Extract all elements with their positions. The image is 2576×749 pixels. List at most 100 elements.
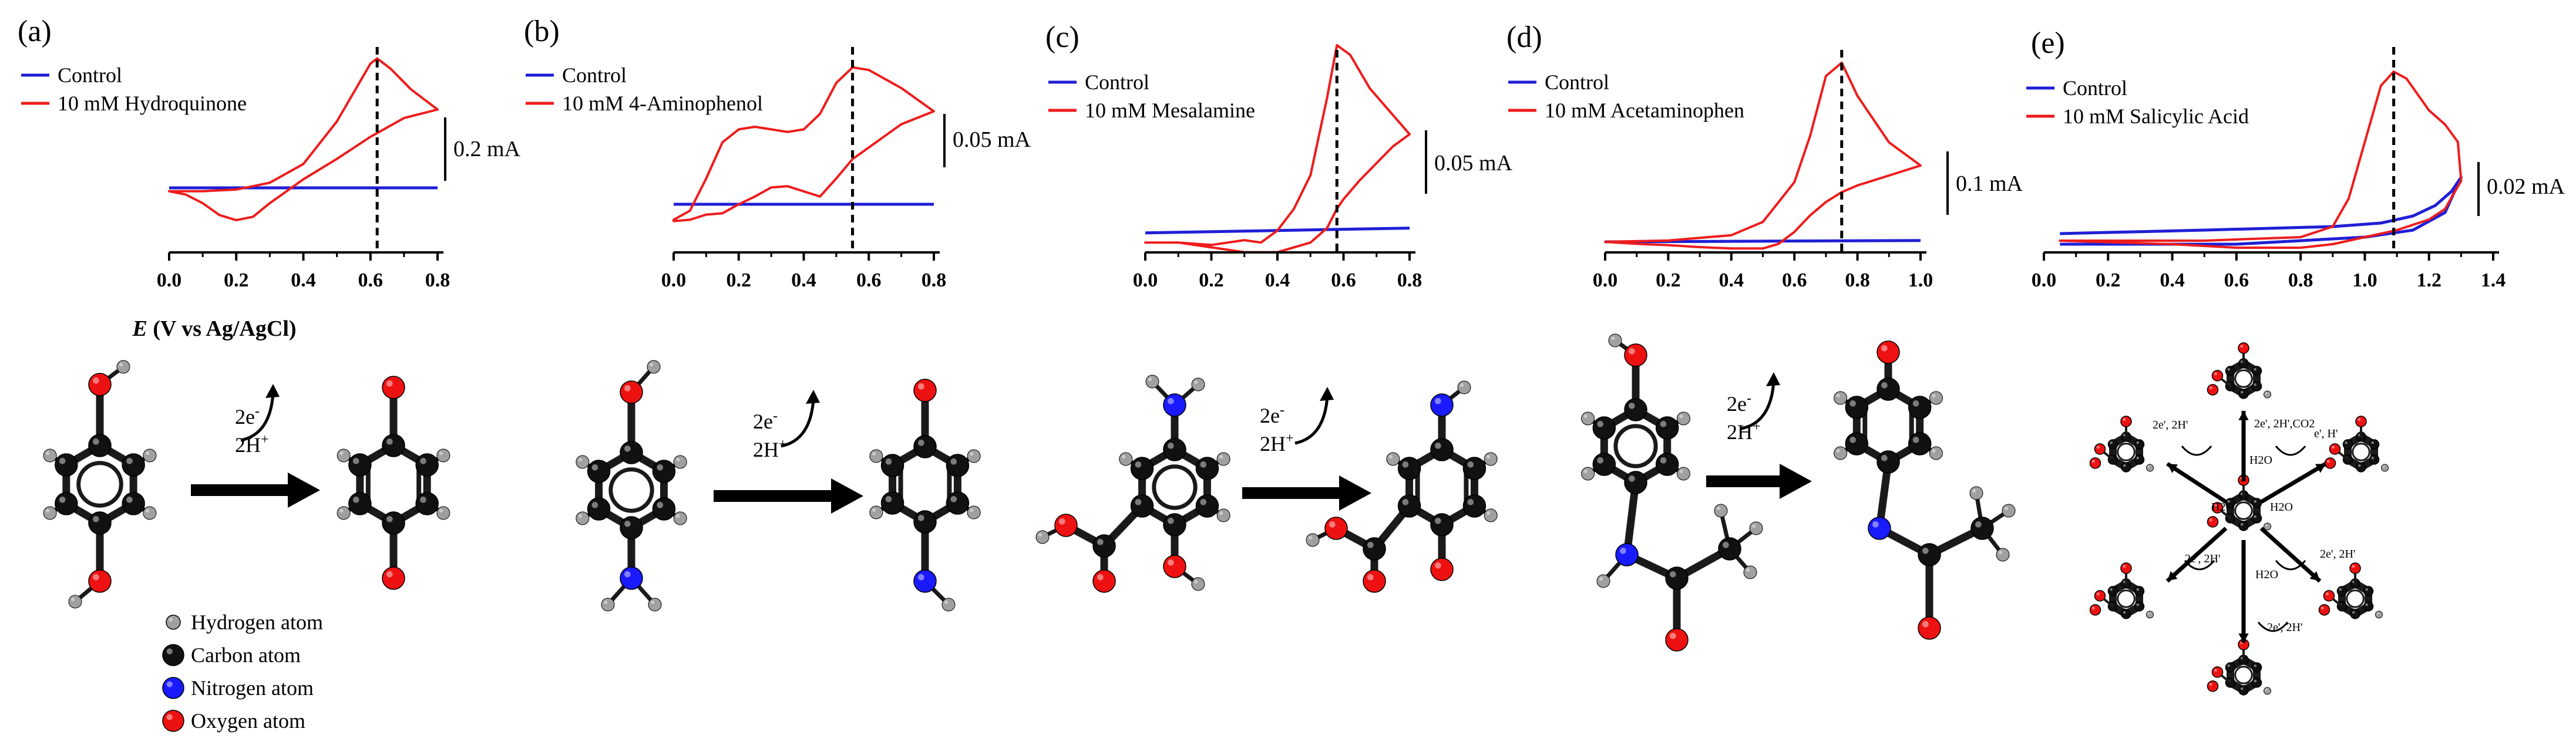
- carbon-atom: [2251, 513, 2262, 524]
- hydrogen-atom: [43, 506, 57, 520]
- atom-highlight: [2123, 565, 2126, 568]
- x-tick-label: 0.8: [1397, 269, 1422, 291]
- atom-highlight: [126, 458, 133, 464]
- atom-highlight: [950, 458, 957, 465]
- atom-highlight: [1168, 518, 1174, 524]
- hydrogen-atom: [1929, 446, 1943, 460]
- atom-highlight: [676, 458, 680, 462]
- atom-highlight: [944, 600, 949, 605]
- carbon-atom: [88, 434, 112, 457]
- oxygen-atom: [620, 380, 643, 404]
- carbon-atom: [1655, 416, 1679, 440]
- carbon-atom: [880, 454, 904, 477]
- nitrogen-atom: [1868, 517, 1891, 540]
- atom-highlight: [386, 380, 393, 387]
- x-tick-label: 0.0: [1593, 269, 1618, 291]
- atom-highlight: [1660, 421, 1667, 427]
- atom-highlight: [59, 497, 66, 503]
- electron-arrow: [1294, 396, 1329, 445]
- reaction-arrowhead: [831, 478, 863, 514]
- atom-highlight: [339, 509, 344, 513]
- aromatic-ring: [608, 467, 654, 513]
- carbon-atom: [1363, 537, 1386, 561]
- electrons-label: 2e-: [1260, 403, 1284, 427]
- protons-label: 2H+: [235, 432, 269, 457]
- carbon-atom: [55, 492, 78, 515]
- hydrogen-atom: [436, 448, 450, 463]
- atom-highlight: [1097, 539, 1104, 545]
- legend-entry: 10 mM Mesalamine: [1085, 99, 1255, 122]
- atom-highlight: [1038, 533, 1042, 537]
- hydrogen-atom: [2264, 687, 2272, 695]
- atom-highlight: [2326, 460, 2330, 463]
- oxygen-atom: [2323, 590, 2335, 602]
- carbon-atom: [1718, 537, 1741, 561]
- hydrogen-atom: [1191, 377, 1205, 392]
- atom-highlight: [386, 516, 393, 522]
- network-arrow: [2165, 527, 2228, 583]
- atom-highlight: [1583, 414, 1588, 419]
- atom-highlight: [970, 508, 974, 512]
- scale-bar-label: 0.1 mA: [1956, 171, 2023, 196]
- nitrogen-atom: [1615, 543, 1639, 566]
- carbon-atom: [2251, 677, 2262, 688]
- x-tick-label: 0.2: [727, 269, 752, 291]
- hydrogen-atom: [1743, 565, 1757, 579]
- legend-entry: Control: [2063, 76, 2127, 100]
- electron-arrowhead: [806, 390, 820, 404]
- carbon-atom: [1908, 432, 1932, 456]
- panel-label: (b): [524, 15, 560, 48]
- hydrogen-atom: [1216, 452, 1230, 466]
- atom-highlight: [2358, 464, 2361, 467]
- x-tick-label: 0.4: [2160, 269, 2185, 291]
- atom-highlight: [59, 458, 66, 464]
- atom-highlight: [1670, 571, 1676, 578]
- carbon-atom: [1397, 457, 1421, 480]
- carbon-atom: [1130, 457, 1154, 480]
- oxygen-atom: [2094, 443, 2106, 455]
- network-label: 2e', 2H',CO2: [2254, 417, 2315, 430]
- hydrogen-atom: [601, 598, 615, 612]
- legend-entry: Control: [1085, 70, 1149, 94]
- legend-entry: Control: [562, 63, 627, 87]
- atom-highlight: [1922, 621, 1929, 627]
- side-arrow: [2275, 560, 2306, 571]
- atom-highlight: [2240, 345, 2244, 348]
- atom-highlight: [126, 497, 133, 503]
- panel-label: (d): [1506, 21, 1542, 54]
- hydrogen-atom: [1929, 391, 1943, 405]
- scheme-c: 2e-2H+: [1035, 374, 1498, 593]
- hydrogen-atom: [2002, 504, 2016, 518]
- carbon-atom: [1665, 566, 1689, 590]
- x-tick-label: 0.8: [2288, 269, 2313, 291]
- hydrogen-atom: [673, 455, 687, 469]
- atom-highlight: [2254, 367, 2256, 371]
- atom-highlight: [918, 574, 924, 581]
- carbon-atom: [2225, 366, 2236, 376]
- carbon-atom: [2369, 439, 2380, 450]
- hydrogen-atom: [68, 595, 82, 609]
- atom-highlight: [1872, 521, 1879, 528]
- carbon-atom: [55, 453, 78, 477]
- atom-highlight: [2096, 592, 2100, 596]
- atom-highlight: [420, 497, 426, 503]
- scale-bar-label: 0.05 mA: [1434, 151, 1513, 176]
- oxygen-atom: [88, 569, 112, 593]
- x-tick-label: 1.2: [2416, 269, 2442, 291]
- hydrogen-atom: [1996, 548, 2010, 562]
- hydrogen-atom: [337, 506, 351, 520]
- x-tick-label: 0.2: [2096, 269, 2121, 291]
- carbon-atom: [913, 435, 937, 458]
- atom-highlight: [1611, 336, 1615, 340]
- atom-highlight: [885, 458, 892, 465]
- sample-curve: [168, 57, 439, 222]
- oxygen-atom: [2207, 384, 2219, 396]
- hydrogen-atom: [673, 511, 687, 525]
- network-arrowhead: [2238, 633, 2249, 643]
- atom-highlight: [2110, 588, 2113, 591]
- protons-label: 2H+: [1727, 419, 1761, 444]
- carbon-atom: [122, 492, 145, 515]
- atom-highlight: [1194, 380, 1198, 384]
- oxygen-atom: [1163, 555, 1186, 578]
